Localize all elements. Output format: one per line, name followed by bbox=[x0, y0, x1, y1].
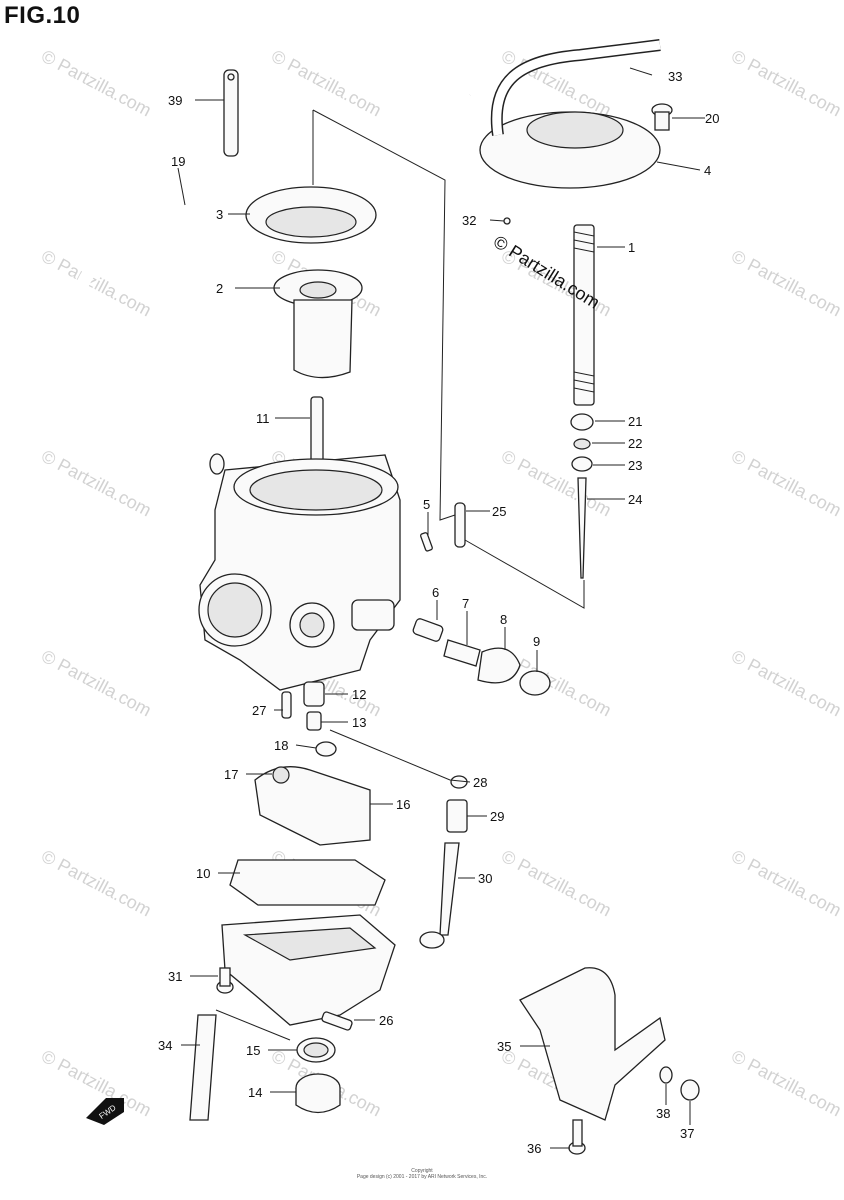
callout-7: 7 bbox=[462, 596, 469, 611]
callout-30: 30 bbox=[478, 871, 492, 886]
callout-14: 14 bbox=[248, 1085, 262, 1100]
callout-33: 33 bbox=[668, 69, 682, 84]
callout-32: 32 bbox=[462, 213, 476, 228]
callout-24: 24 bbox=[628, 492, 642, 507]
watermark-tile-16: © Partzilla.com bbox=[38, 846, 154, 921]
callout-5: 5 bbox=[423, 497, 430, 512]
callout-11: 11 bbox=[256, 411, 270, 426]
watermark-tile-8: © Partzilla.com bbox=[38, 446, 154, 521]
callout-1: 1 bbox=[628, 240, 635, 255]
callout-18: 18 bbox=[274, 738, 288, 753]
callout-34: 34 bbox=[158, 1038, 172, 1053]
copyright-footer: Copyright Page design (c) 2001 - 2017 by… bbox=[300, 1168, 544, 1180]
watermark-tile-11: © Partzilla.com bbox=[728, 446, 844, 521]
callout-27: 27 bbox=[252, 703, 266, 718]
leader-lines bbox=[177, 67, 705, 1149]
callout-39: 39 bbox=[168, 93, 182, 108]
callout-9: 9 bbox=[533, 634, 540, 649]
callout-3: 3 bbox=[216, 207, 223, 222]
watermark-tile-3: © Partzilla.com bbox=[728, 46, 844, 121]
watermark-tile-15: © Partzilla.com bbox=[728, 646, 844, 721]
callout-10: 10 bbox=[196, 866, 210, 881]
callout-13: 13 bbox=[352, 715, 366, 730]
callout-6: 6 bbox=[432, 585, 439, 600]
callout-26: 26 bbox=[379, 1013, 393, 1028]
callout-35: 35 bbox=[497, 1039, 511, 1054]
callout-36: 36 bbox=[527, 1141, 541, 1156]
watermark-tile-12: © Partzilla.com bbox=[38, 646, 154, 721]
watermark-tile-18: © Partzilla.com bbox=[498, 846, 614, 921]
callout-22: 22 bbox=[628, 436, 642, 451]
callout-2: 2 bbox=[216, 281, 223, 296]
watermark-tile-19: © Partzilla.com bbox=[728, 846, 844, 921]
copyright-line-2: Page design (c) 2001 - 2017 by ARI Netwo… bbox=[356, 1174, 488, 1180]
callout-4: 4 bbox=[704, 163, 711, 178]
callout-31: 31 bbox=[168, 969, 182, 984]
callout-8: 8 bbox=[500, 612, 507, 627]
copyright-line-1: Copyright bbox=[411, 1168, 433, 1174]
callout-12: 12 bbox=[352, 687, 366, 702]
callout-19: 19 bbox=[171, 154, 185, 169]
callout-21: 21 bbox=[628, 414, 642, 429]
watermark-tile-1: © Partzilla.com bbox=[268, 46, 384, 121]
callout-20: 20 bbox=[705, 111, 719, 126]
callout-23: 23 bbox=[628, 458, 642, 473]
callout-numbers: 39 19 3 2 11 33 20 4 32 1 21 22 23 24 25… bbox=[98, 69, 720, 1156]
watermark-layer: © Partzilla.com © Partzilla.com © Partzill… bbox=[38, 46, 844, 1121]
callout-28: 28 bbox=[473, 775, 487, 790]
callout-16: 16 bbox=[396, 797, 410, 812]
parts-drawing bbox=[68, 39, 700, 1155]
callout-38: 38 bbox=[656, 1106, 670, 1121]
watermark-tile-10: © Partzilla.com bbox=[498, 446, 614, 521]
callout-25: 25 bbox=[492, 504, 506, 519]
callout-29: 29 bbox=[490, 809, 504, 824]
callout-15: 15 bbox=[246, 1043, 260, 1058]
watermark-tile-7: © Partzilla.com bbox=[728, 246, 844, 321]
watermark-tile-0: © Partzilla.com bbox=[38, 46, 154, 121]
callout-17: 17 bbox=[224, 767, 238, 782]
callout-37: 37 bbox=[680, 1126, 694, 1141]
figure-title: FIG.10 bbox=[4, 2, 81, 29]
watermark-tile-23: © Partzilla.com bbox=[728, 1046, 844, 1121]
